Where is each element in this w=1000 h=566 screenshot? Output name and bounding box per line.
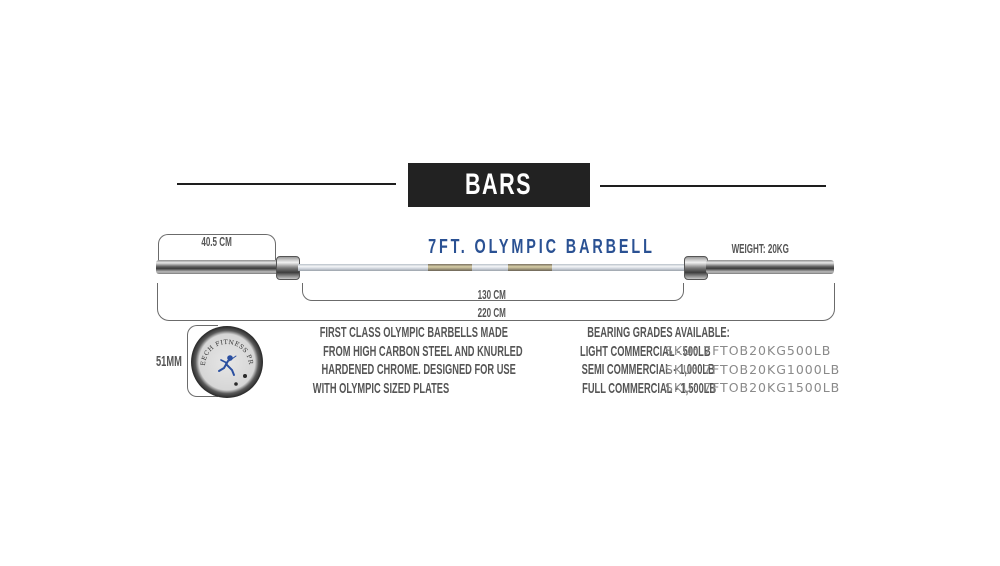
right-sleeve <box>706 260 834 274</box>
bearing-grade-item: SEMI COMMERCIAL - 1,000LB <box>581 361 715 378</box>
sku-item: SKU: 7FTOB20KG1500LB <box>665 380 841 395</box>
knurl-mark-right <box>508 264 552 271</box>
left-sleeve <box>156 260 280 274</box>
endcap-image: LEECH FITNESS PRO <box>191 326 263 398</box>
sku-item: SKU: 7FTOB20KG1000LB <box>665 361 841 377</box>
endcap-logo-icon: LEECH FITNESS PRO <box>191 326 254 386</box>
description-line: FIRST CLASS OLYMPIC BARBELLS MADE <box>319 324 508 341</box>
header-rule-right <box>600 185 826 187</box>
total-length-bracket <box>157 283 835 321</box>
endcap-diameter-bracket <box>187 325 218 397</box>
sleeve-length-label: 40.5 CM <box>201 234 233 249</box>
header-rule-left <box>177 183 396 185</box>
sku-list: SKU: 7FTOB20KG500LB SKU: 7FTOB20KG1000LB… <box>665 342 840 398</box>
inner-length-bracket <box>302 283 684 301</box>
bar-shaft <box>298 264 686 271</box>
bearing-grades-heading: BEARING GRADES AVAILABLE: <box>587 324 730 341</box>
section-title-text: BARS <box>465 168 533 201</box>
right-collar <box>684 256 708 280</box>
section-title: BARS <box>408 163 590 207</box>
bearing-grades: BEARING GRADES AVAILABLE: LIGHT COMMERCI… <box>500 324 730 398</box>
endcap-diameter-label: 51MM <box>156 353 182 370</box>
description-line: WITH OLYMPIC SIZED PLATES <box>312 379 450 397</box>
product-name: 7FT. OLYMPIC BARBELL <box>428 236 655 258</box>
knurl-mark-left <box>428 264 472 271</box>
description-line: FROM HIGH CARBON STEEL AND KNURLED <box>323 342 523 360</box>
description-line: HARDENED CHROME. DESIGNED FOR USE <box>321 361 516 378</box>
weight-label: WEIGHT: 20KG <box>731 241 789 256</box>
product-description: FIRST CLASS OLYMPIC BARBELLS MADE FROM H… <box>262 324 523 398</box>
left-collar <box>276 256 300 280</box>
bearing-grade-item: FULL COMMERCIAL - 1,500LB <box>582 379 717 397</box>
sleeve-length-bracket <box>158 234 276 261</box>
inner-length-label: 130 CM <box>477 287 507 302</box>
bearing-grade-item: LIGHT COMMERCIAL - 500LB <box>580 342 711 360</box>
total-length-label: 220 CM <box>477 305 507 320</box>
sku-item: SKU: 7FTOB20KG500LB <box>665 343 832 358</box>
